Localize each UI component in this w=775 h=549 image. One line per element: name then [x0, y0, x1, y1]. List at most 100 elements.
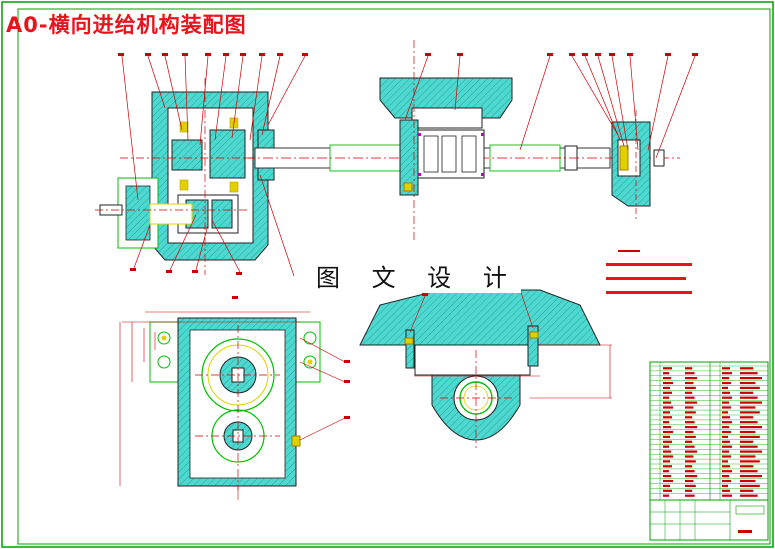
- parts-row-mark: [740, 406, 756, 409]
- parts-row-mark: [663, 391, 672, 394]
- parts-row-mark: [722, 367, 730, 370]
- parts-row-mark: [685, 440, 693, 443]
- parts-row-mark: [722, 426, 729, 429]
- parts-row-mark: [663, 475, 671, 478]
- parts-row-mark: [740, 430, 756, 434]
- drawing-title: A0-横向进给机构装配图: [6, 13, 247, 37]
- parts-row-mark: [685, 377, 697, 380]
- parts-row-mark: [740, 377, 762, 380]
- parts-row-mark: [685, 416, 693, 419]
- parts-row-mark: [663, 386, 670, 389]
- parts-row-mark: [740, 421, 758, 424]
- parts-row-mark: [663, 377, 671, 380]
- parts-row-mark: [740, 494, 758, 497]
- parts-row-mark: [685, 396, 695, 399]
- parts-row-mark: [740, 367, 754, 370]
- parts-row-mark: [740, 475, 762, 478]
- parts-row-mark: [740, 450, 762, 453]
- parts-row-mark: [685, 455, 694, 458]
- top-leader-lines: [121, 55, 696, 277]
- parts-row-mark: [663, 372, 669, 375]
- parts-row-mark: [663, 465, 672, 468]
- parts-row-mark: [663, 381, 673, 385]
- parts-row-mark: [663, 430, 673, 434]
- parts-row-mark: [685, 401, 697, 404]
- parts-row-mark: [685, 426, 697, 429]
- parts-row-mark: [663, 455, 673, 458]
- parts-row-mark: [722, 391, 730, 394]
- parts-row-mark: [740, 416, 754, 419]
- top-screw-nut-section: [379, 40, 513, 240]
- parts-row-mark: [722, 494, 732, 497]
- inner-frame: [17, 8, 771, 545]
- parts-row-mark: [663, 435, 670, 438]
- parts-row-mark: [740, 435, 760, 438]
- parts-row-mark: [722, 411, 728, 414]
- parts-row-mark: [722, 465, 730, 468]
- watermark-text: 图 文 设 计: [314, 258, 521, 293]
- bottom-left-dimensions: [119, 311, 346, 500]
- parts-row-mark: [722, 440, 730, 443]
- top-left-gearbox-section: [95, 78, 300, 275]
- parts-row-mark: [722, 416, 730, 419]
- parts-row-mark: [685, 460, 696, 463]
- parts-row-mark: [663, 445, 669, 448]
- parts-row-mark: [685, 445, 695, 448]
- parts-row-mark: [722, 401, 729, 404]
- parts-row-mark: [685, 494, 695, 497]
- parts-row-mark: [685, 475, 697, 478]
- parts-row-mark: [740, 381, 756, 385]
- parts-row-mark: [740, 440, 754, 443]
- parts-row-mark: [740, 386, 760, 389]
- parts-row-mark: [685, 450, 697, 453]
- parts-row-mark: [740, 401, 762, 404]
- parts-row-mark: [685, 411, 696, 414]
- parts-row-mark: [740, 489, 754, 492]
- parts-row-mark: [722, 381, 731, 385]
- parts-row-mark: [740, 470, 758, 473]
- parts-row-mark: [722, 372, 732, 375]
- parts-row-mark: [722, 435, 728, 438]
- parts-row-mark: [722, 479, 731, 483]
- parts-row-mark: [663, 367, 672, 370]
- parts-row-mark: [722, 489, 730, 492]
- parts-row-mark: [663, 479, 673, 483]
- parts-row-mark: [722, 455, 731, 458]
- parts-row-mark: [722, 406, 731, 409]
- parts-row-mark: [663, 460, 670, 463]
- parts-row-mark: [685, 470, 695, 473]
- parts-row-mark: [685, 367, 693, 370]
- parts-row-mark: [685, 406, 694, 409]
- parts-list-rows: [650, 365, 768, 497]
- parts-row-mark: [685, 479, 694, 483]
- parts-row-mark: [722, 396, 732, 399]
- parts-row-mark: [663, 411, 670, 414]
- top-leader-tags: [118, 53, 698, 275]
- parts-row-mark: [740, 411, 760, 414]
- parts-row-mark: [722, 430, 731, 434]
- parts-row-mark: [685, 430, 694, 434]
- parts-row-mark: [663, 396, 669, 399]
- parts-row-mark: [685, 465, 693, 468]
- parts-row-mark: [722, 475, 729, 478]
- parts-row-mark: [740, 484, 760, 487]
- bottom-left-gearbox-side-view: [149, 317, 321, 490]
- parts-row-mark: [663, 470, 669, 473]
- parts-row-mark: [663, 426, 671, 429]
- parts-row-mark: [685, 489, 693, 492]
- parts-row-mark: [685, 391, 693, 394]
- parts-row-mark: [722, 445, 732, 448]
- parts-row-mark: [663, 484, 670, 487]
- parts-row-mark: [740, 460, 760, 463]
- parts-row-mark: [685, 386, 696, 389]
- parts-row-mark: [663, 494, 669, 497]
- parts-row-mark: [685, 435, 696, 438]
- parts-row-mark: [685, 421, 695, 424]
- parts-row-mark: [663, 440, 672, 443]
- top-right-bearing-support: [611, 110, 665, 220]
- parts-row-mark: [740, 479, 756, 483]
- parts-row-mark: [740, 465, 754, 468]
- parts-row-mark: [740, 396, 758, 399]
- parts-row-mark: [722, 386, 728, 389]
